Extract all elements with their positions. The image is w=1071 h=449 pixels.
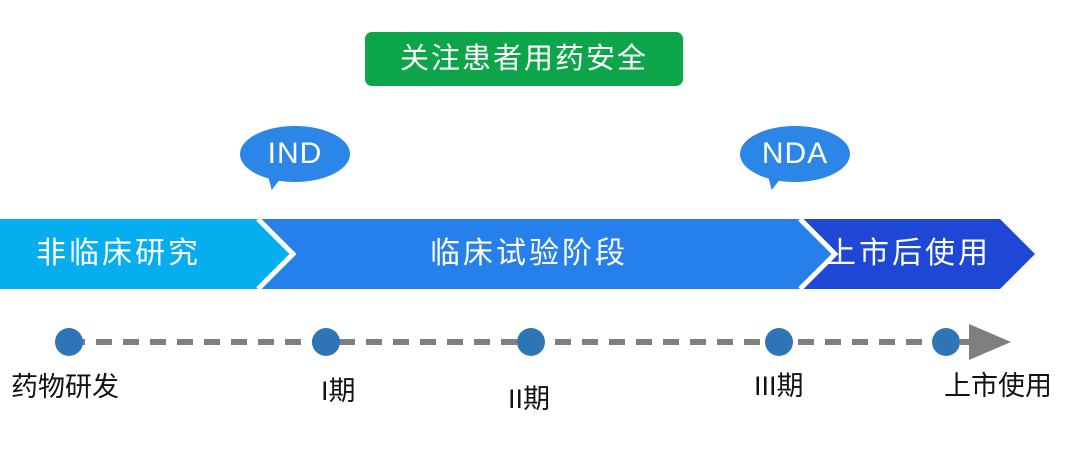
process-segment-label-preclinical: 非临床研究	[36, 237, 201, 270]
timeline-dot	[517, 328, 545, 356]
process-segment-clinical	[255, 219, 835, 289]
headline-text: 关注患者用药安全	[399, 42, 648, 75]
timeline-dot	[55, 328, 83, 356]
bubble-body-icon	[740, 126, 850, 182]
timeline-dot	[765, 328, 793, 356]
timeline-label-phase-2: II期	[508, 384, 551, 414]
milestone-bubble-nda[interactable]: NDA	[740, 126, 850, 190]
timeline-label-phase-1: I期	[321, 376, 356, 406]
headline-badge: 关注患者用药安全	[365, 32, 683, 86]
bubble-body-icon	[240, 126, 350, 182]
phase-timeline	[0, 320, 1071, 366]
milestone-label-nda: NDA	[761, 137, 829, 170]
timeline-label-drug-rd: 药物研发	[11, 372, 119, 402]
process-segment-label-postmarket: 上市后使用	[826, 237, 991, 270]
milestone-label-ind: IND	[267, 137, 323, 170]
timeline-dot	[932, 328, 960, 356]
process-band: 非临床研究 临床试验阶段 上市后使用	[0, 219, 1040, 289]
timeline-label-phase-3: III期	[754, 371, 804, 401]
process-segment-preclinical	[0, 219, 293, 289]
milestone-bubble-ind[interactable]: IND	[240, 126, 350, 190]
segment-separator-2	[798, 219, 839, 289]
process-segment-label-clinical: 临床试验阶段	[430, 237, 628, 270]
process-segment-postmarket	[760, 219, 1035, 289]
timeline-dot	[312, 328, 340, 356]
timeline-label-on-market: 上市使用	[944, 371, 1052, 401]
segment-separator-1	[256, 219, 297, 289]
